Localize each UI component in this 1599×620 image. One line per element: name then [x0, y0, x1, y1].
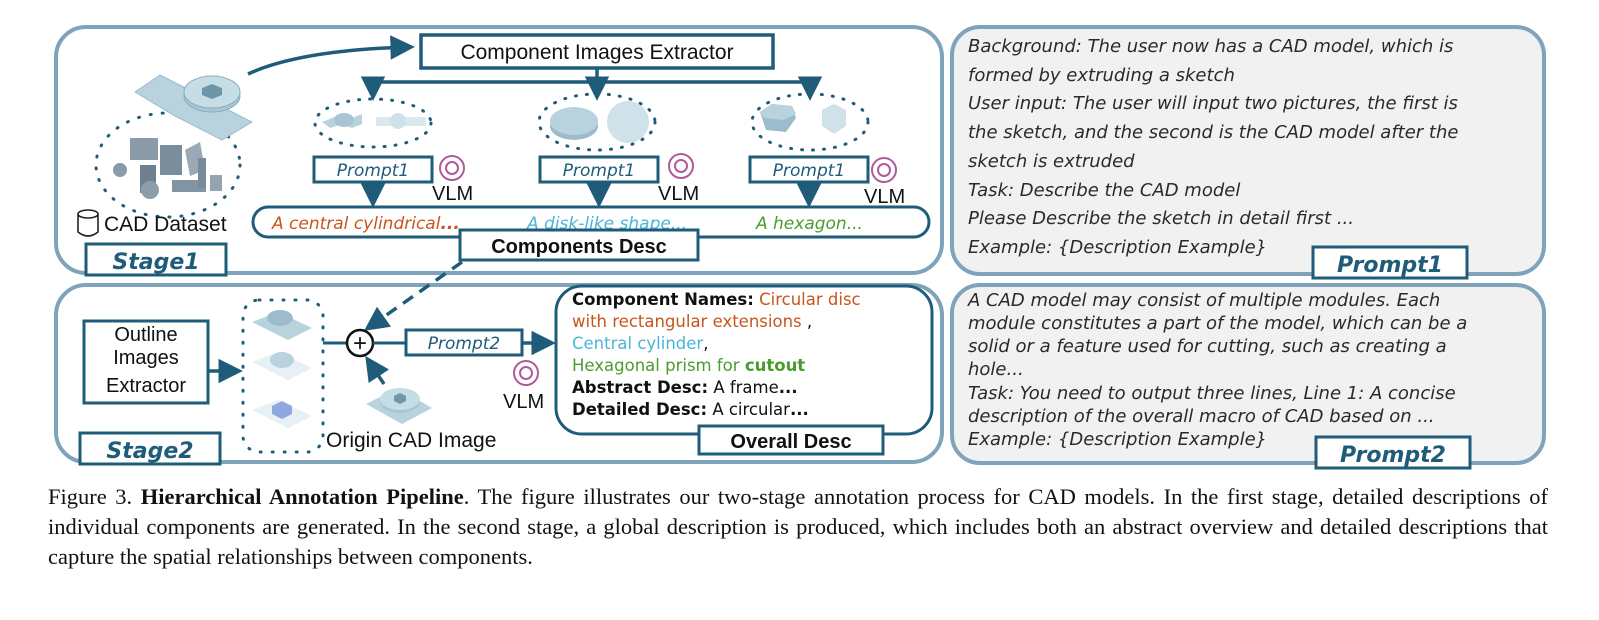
vlm-icon-3: [871, 157, 897, 183]
prompt1-text: Background: The user now has a CAD model…: [968, 36, 1528, 266]
vlm-label-stage2: VLM: [503, 391, 544, 413]
branch-arrows: [360, 68, 823, 101]
overall-desc-text: Component Names: Circular disc with rect…: [572, 289, 861, 421]
prompt1-line: User input: The user will input two pict…: [968, 93, 1458, 114]
arrow-model-to-extractor: [247, 35, 415, 76]
database-icon: [77, 209, 99, 237]
component-image-3: [750, 92, 870, 152]
arrow-origin-to-plus: [365, 355, 390, 385]
outline-extractor-line-2: Images: [113, 347, 179, 369]
vlm-icon-2: [668, 153, 694, 179]
abstract-desc-line: Abstract Desc: A frame...: [572, 378, 798, 397]
prompt2-line: Task: You need to output three lines, Li…: [968, 383, 1456, 404]
prompt2-line: solid or a feature used for cutting, suc…: [968, 336, 1447, 357]
components-desc-label-box: [458, 228, 700, 262]
stage1-panel: [54, 25, 944, 275]
stage1-label-box: [84, 242, 228, 277]
outline-images-column: [241, 298, 325, 454]
figure-caption: Figure 3. Hierarchical Annotation Pipeli…: [48, 482, 1548, 572]
prompt1-line: Task: Describe the CAD model: [968, 180, 1241, 201]
prompt2-line: Example: {Description Example}: [968, 429, 1268, 450]
origin-label: Origin CAD Image: [326, 429, 496, 452]
prompt1-label-2: Prompt1: [563, 161, 635, 181]
caption-text: . The figure illustrates our two-stage a…: [48, 484, 1548, 569]
component-desc-3: A hexagon...: [755, 214, 863, 234]
prompt1-title: Prompt1: [1337, 253, 1443, 278]
vlm-icon-stage2: [513, 360, 539, 386]
prompt1-box-1: Prompt1: [312, 155, 434, 184]
stage2-label-box: [78, 431, 222, 466]
component-desc-1: A central cylindrical...: [271, 214, 460, 234]
prompt2-text: A CAD model may consist of multiple modu…: [968, 290, 1528, 455]
prompt2-title: Prompt2: [1340, 443, 1446, 468]
component-extractor-label: Component Images Extractor: [460, 41, 733, 64]
pipeline-figure: CAD Dataset Component Images Extractor: [54, 25, 1546, 470]
overall-desc-label-box: [697, 424, 885, 456]
prompt1-label-1: Prompt1: [337, 161, 409, 181]
component-names-line-1: Component Names: Circular disc: [572, 290, 861, 309]
stage2-label: Stage2: [106, 439, 193, 464]
prompt1-box-2: Prompt1: [538, 155, 660, 184]
plus-symbol: +: [353, 330, 367, 357]
component-names-line-4: Hexagonal prism for cutout: [572, 356, 806, 375]
prompt2-title-box: [1314, 435, 1472, 470]
component-image-1: [313, 97, 433, 149]
cad-model-image: [134, 74, 254, 141]
components-desc-label: Components Desc: [491, 236, 667, 258]
outline-extractor-line-1: Outline: [114, 324, 177, 346]
prompt1-box-3: Prompt1: [748, 155, 870, 184]
prompt2-line: description of the overall macro of CAD …: [968, 406, 1435, 427]
overall-desc-label: Overall Desc: [730, 431, 851, 453]
component-names-line-3: Central cylinder,: [572, 334, 709, 353]
prompt2-line: module constitutes a part of the model, …: [968, 313, 1468, 334]
component-names-line-2: with rectangular extensions ,: [572, 312, 813, 331]
caption-title: Hierarchical Annotation Pipeline: [140, 484, 464, 509]
prompt1-line: formed by extruding a sketch: [968, 65, 1235, 86]
cad-dataset-cluster: [94, 111, 242, 219]
prompt1-line: sketch is extruded: [968, 151, 1135, 172]
prompt2-line: A CAD model may consist of multiple modu…: [968, 290, 1441, 311]
vlm-label-2: VLM: [658, 183, 699, 205]
stage1-label: Stage1: [112, 250, 199, 275]
prompt2-label: Prompt2: [428, 334, 500, 354]
prompt2-line: hole...: [968, 359, 1024, 380]
stage2-panel: [54, 283, 944, 464]
outline-extractor-box: [82, 319, 210, 405]
caption-prefix: Figure 3.: [48, 484, 133, 509]
vlm-label-3: VLM: [864, 186, 905, 208]
component-image-2: [537, 92, 657, 152]
outline-extractor-line-3: Extractor: [106, 375, 186, 397]
prompt1-line: Example: {Description Example}: [968, 237, 1268, 258]
prompt1-line: Please Describe the sketch in detail fir…: [968, 208, 1354, 229]
prompt1-line: Background: The user now has a CAD model…: [968, 36, 1454, 57]
prompt1-line: the sketch, and the second is the CAD mo…: [968, 122, 1459, 143]
desc-arrows: [360, 182, 822, 208]
prompt1-panel: [950, 25, 1546, 276]
prompt1-label-3: Prompt1: [773, 161, 845, 181]
vlm-label-1: VLM: [432, 183, 473, 205]
prompt1-title-box: [1311, 245, 1469, 280]
origin-cad-image: [366, 388, 432, 424]
prompt2-panel: [950, 283, 1546, 465]
dataset-label: CAD Dataset: [104, 213, 227, 236]
vlm-icon-1: [439, 155, 465, 181]
detailed-desc-line: Detailed Desc: A circular...: [572, 400, 809, 419]
